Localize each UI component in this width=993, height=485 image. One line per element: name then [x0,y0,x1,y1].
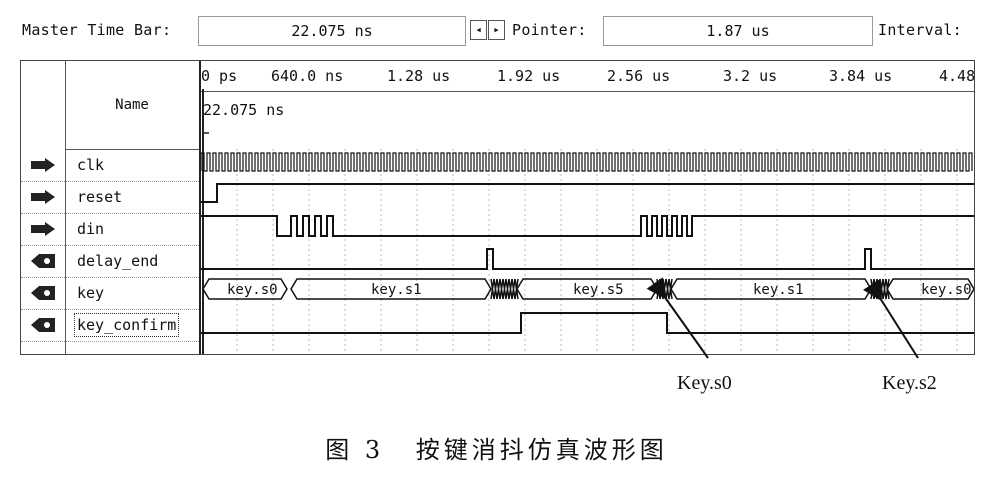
time-grid [236,149,958,354]
ruler-tick-label: 3.84 us [829,67,893,85]
ruler-tick-label: 4.48 [939,67,976,85]
waveform-window: Name clk reset din delay_end key [20,60,975,355]
reference-marker-label: 22.075 ns [203,101,285,119]
annotation-label: Key.s0 [677,372,732,394]
signal-row-reset[interactable]: reset [21,181,199,214]
annotation-arrow [646,277,709,359]
name-column-header[interactable]: Name [65,61,199,150]
input-pin-icon [31,158,55,172]
key-transition-glitch [668,278,673,300]
key-transition-glitch [499,278,504,300]
signal-name: key_confirm [73,313,180,337]
arrow-left-icon[interactable]: ◂ [470,20,487,40]
key-transition-glitch [496,278,501,300]
key-transition-glitch [511,278,516,300]
signal-name: reset [77,188,123,206]
key-state-label: key.s5 [573,282,624,298]
key-transition-glitch [502,278,507,300]
clk-waveform [201,152,973,172]
key-state-segment [202,278,288,300]
key-transition-glitch [882,278,887,300]
master-time-field[interactable]: 22.075 ns [198,16,466,46]
signal-row-key-confirm[interactable]: key_confirm [21,309,199,342]
ruler-tick-label: 640.0 ns [271,67,344,85]
time-bar-toolbar: Master Time Bar: 22.075 ns ◂ ▸ Pointer: … [18,14,988,50]
master-time-bar-label: Master Time Bar: [22,21,172,39]
pin-icon-column [21,61,66,354]
key-transition-glitch [885,278,890,300]
key-transition-glitch [514,278,519,300]
pointer-field[interactable]: 1.87 us [603,16,873,46]
signal-name: key [77,284,105,302]
signal-row-key[interactable]: key [21,277,199,310]
signal-name: delay_end [77,252,159,270]
signal-row-din[interactable]: din [21,213,199,246]
key-state-label: key.s0 [227,282,278,298]
delay-end-waveform [201,248,974,270]
key-state-segment [290,278,492,300]
output-pin-icon [31,254,55,268]
figure-number: 图 3 [325,436,385,464]
arrow-right-icon[interactable]: ▸ [488,20,505,40]
input-pin-icon [31,222,55,236]
key-transition-glitch [493,278,498,300]
clk-trace [201,152,973,172]
key-transition-glitch [505,278,510,300]
output-pin-icon [31,318,55,332]
pointer-label: Pointer: [512,21,587,39]
waveform-canvas[interactable]: key.s0 key.s1 key.s5 key.s1 key.s0 [201,61,974,354]
input-pin-icon [31,190,55,204]
annotation-arrow [862,279,919,359]
ruler-tick-label: 0 ps [201,67,238,85]
time-bar-stepper[interactable]: ◂ ▸ [470,20,508,42]
signal-row-delay-end[interactable]: delay_end [21,245,199,278]
signal-name: din [77,220,105,238]
ruler-tick-label: 3.2 us [723,67,778,85]
reference-marker-flag [202,121,209,134]
signal-name: clk [77,156,105,174]
key-transition-glitch [665,278,670,300]
signal-row-clk[interactable]: clk [21,149,199,182]
din-waveform [201,215,974,237]
key-confirm-waveform [201,312,974,334]
reset-waveform [201,183,974,203]
signal-name-panel: Name clk reset din delay_end key [21,61,201,354]
figure-title: 按键消抖仿真波形图 [415,436,668,464]
output-pin-icon [31,286,55,300]
key-state-label: key.s1 [371,282,422,298]
key-state-label: key.s1 [753,282,804,298]
ruler-tick-label: 2.56 us [607,67,671,85]
ruler-tick-label: 1.28 us [387,67,451,85]
figure-caption: 图 3 按键消抖仿真波形图 [0,430,993,465]
key-transition-glitch [508,278,513,300]
interval-label: Interval: [878,21,962,39]
key-state-label: key.s0 [921,282,972,298]
ruler-tick-label: 1.92 us [497,67,561,85]
annotation-label: Key.s2 [882,372,937,394]
time-ruler[interactable]: 0 ps 640.0 ns 1.28 us 1.92 us 2.56 us 3.… [201,61,976,92]
key-transition-glitch [490,278,495,300]
